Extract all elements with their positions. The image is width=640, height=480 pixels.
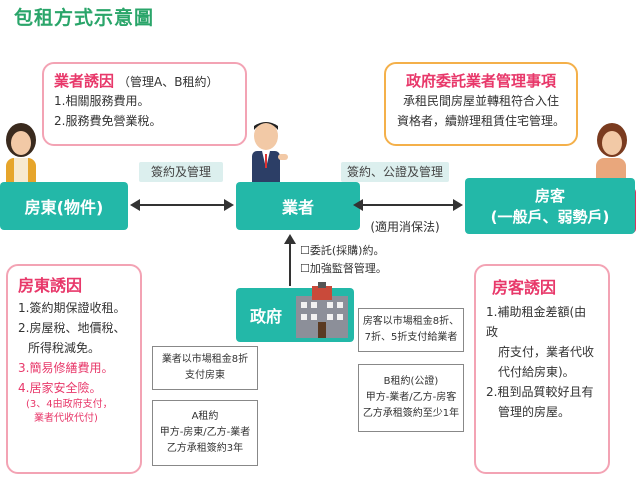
tenant-incentive-line-4: 2.租到品質較好且有: [486, 385, 594, 399]
landlord-incentive-line-2: 2.房屋稅、地價稅、: [18, 321, 126, 335]
node-landlord: 房東(物件): [0, 182, 128, 230]
operator-incentive-line-2: 2.服務費免營業稅。: [54, 114, 162, 128]
note-lease-b-line-3: 乙方承租簽約至少1年: [362, 408, 460, 419]
tenant-incentive-line-1: 1.補助租金差額(由政: [486, 305, 587, 339]
node-government-label: 政府: [250, 307, 283, 326]
note-tenant-rent-line-2: 7折、5折支付給業者: [364, 332, 458, 343]
operator-incentive-box: 業者誘因（管理A、B租約） 1.相關服務費用。 2.服務費免營業稅。: [42, 62, 247, 146]
double-arrow-icon: [130, 199, 234, 211]
landlord-incentive-footnote-1: (3、4由政府支付，: [26, 399, 113, 410]
landlord-incentive-heading: 房東誘因: [18, 276, 83, 295]
edge-label-landlord-operator: 簽約及管理: [139, 162, 223, 182]
gov-item-2: ☐加強監督管理。: [300, 262, 387, 275]
page-title: 包租方式示意圖: [14, 7, 155, 29]
node-tenant-label-1: 房客: [534, 187, 565, 205]
tenant-incentive-box: 房客誘因 1.補助租金差額(由政 府支付，業者代收 代付給房東)。 2.租到品質…: [474, 264, 610, 474]
landlord-incentive-box: 房東誘因 1.簽約期保證收租。 2.房屋稅、地價稅、 所得稅減免。 3.簡易修繕…: [6, 264, 142, 474]
landlord-incentive-footnote-2: 業者代收代付): [34, 413, 98, 424]
node-operator-label: 業者: [281, 198, 314, 217]
edge-label-operator-tenant: 簽約、公證及管理: [341, 162, 449, 182]
node-operator: 業者: [236, 182, 360, 230]
note-lease-b: B租約(公證) 甲方-業者/乙方-房客 乙方承租簽約至少1年: [358, 364, 464, 432]
node-tenant-label-2: (一般戶、弱勢戶): [490, 208, 610, 226]
note-tenant-rent-line-1: 房客以市場租金8折、: [362, 316, 460, 327]
gov-item-1: ☐委託(採購)約。: [300, 244, 385, 257]
node-tenant: 房客 (一般戶、弱勢戶): [465, 178, 635, 234]
node-landlord-label: 房東(物件): [24, 198, 104, 217]
tenant-incentive-line-5: 管理的房屋。: [498, 405, 571, 419]
tenant-incentive-line-2: 府支付，業者代收: [498, 345, 595, 359]
operator-incentive-heading: 業者誘因: [54, 72, 115, 90]
gov-commission-heading: 政府委託業者管理事項: [405, 72, 556, 90]
up-arrow-icon: [284, 234, 296, 286]
note-lease-a: A租約 甲方-房東/乙方-業者 乙方承租簽約3年: [152, 400, 258, 466]
double-arrow-icon: [353, 199, 463, 211]
note-market-rent-landlord-line-1: 業者以市場租金8折: [161, 354, 249, 365]
government-building-icon: [296, 282, 348, 338]
note-lease-b-line-2: 甲方-業者/乙方-房客: [365, 392, 457, 403]
note-lease-a-line-2: 甲方-房東/乙方-業者: [159, 427, 251, 438]
edge-label-law-note: (適用消保法): [370, 220, 440, 234]
note-lease-a-line-3: 乙方承租簽約3年: [166, 443, 244, 454]
tenant-incentive-heading: 房客誘因: [492, 278, 557, 297]
operator-incentive-line-1: 1.相關服務費用。: [54, 94, 150, 108]
tenant-incentive-line-3: 代付給房東)。: [498, 365, 575, 379]
note-lease-a-line-1: A租約: [191, 411, 219, 422]
operator-incentive-note: （管理A、B租約）: [118, 75, 219, 89]
gov-commission-box: 政府委託業者管理事項 承租民間房屋並轉租符合入住 資格者，續辦理租賃住宅管理。: [384, 62, 578, 146]
landlord-incentive-line-3: 所得稅減免。: [28, 341, 101, 355]
landlord-incentive-line-1: 1.簽約期保證收租。: [18, 301, 126, 315]
note-market-rent-landlord: 業者以市場租金8折 支付房東: [152, 346, 258, 390]
note-tenant-rent: 房客以市場租金8折、 7折、5折支付給業者: [358, 308, 464, 352]
gov-commission-line-1: 承租民間房屋並轉租符合入住: [402, 94, 559, 108]
note-market-rent-landlord-line-2: 支付房東: [185, 370, 225, 381]
gov-items: ☐委託(採購)約。 ☐加強監督管理。: [300, 242, 387, 278]
note-lease-b-line-1: B租約(公證): [383, 376, 439, 387]
landlord-incentive-pink-1: 3.簡易修繕費用。: [18, 361, 114, 375]
gov-commission-line-2: 資格者，續辦理租賃住宅管理。: [396, 114, 565, 128]
landlord-incentive-pink-2: 4.居家安全險。: [18, 381, 102, 395]
